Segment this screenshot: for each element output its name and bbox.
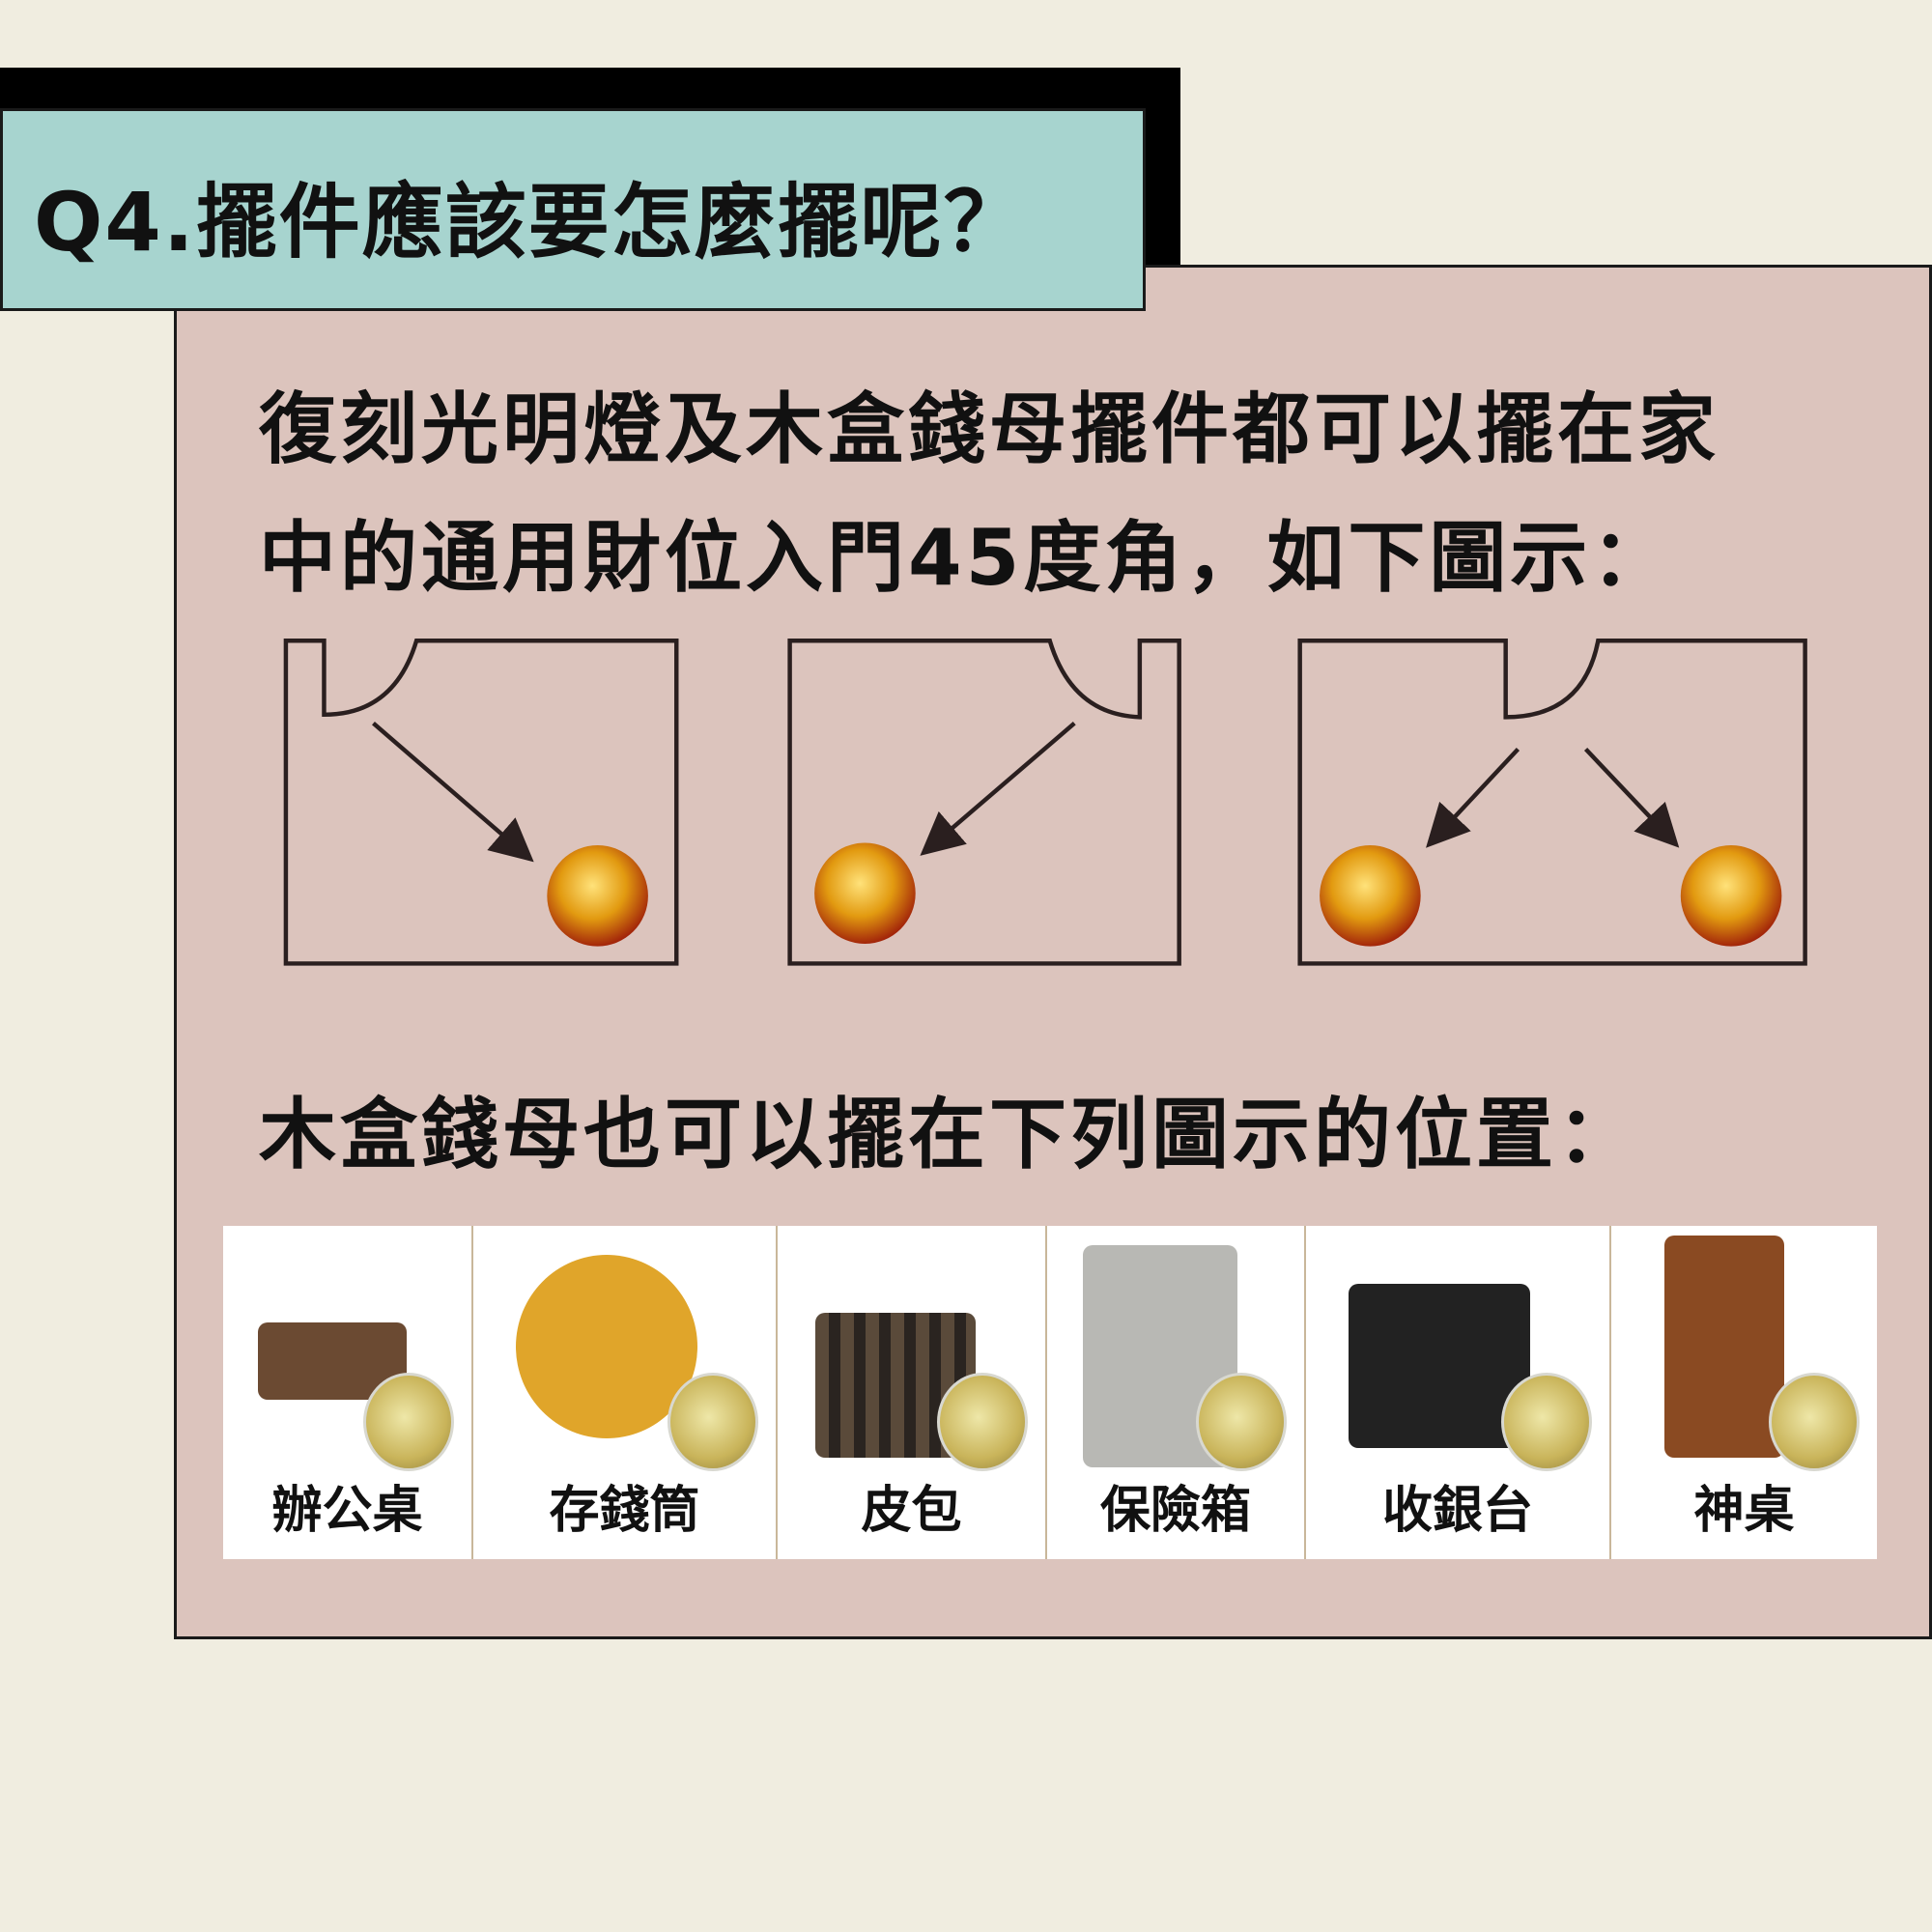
piggy-bank-icon (515, 1255, 697, 1438)
altar-icon (1664, 1236, 1784, 1458)
floor-plan-door-center (1297, 639, 1807, 966)
title-box: Q4.擺件應該要怎麼擺呢？ (0, 108, 1146, 311)
location-label: 皮包 (861, 1482, 962, 1540)
paragraph-line-2: 中的通用財位入門45度角，如下圖示： (259, 513, 1673, 603)
location-label: 神桌 (1693, 1482, 1795, 1540)
coin-icon (668, 1373, 758, 1471)
paragraph-line-1: 復刻光明燈及木盒錢母擺件都可以擺在家 (259, 384, 1719, 474)
location-office-desk: 辦公桌 (223, 1226, 473, 1559)
page-title: Q4.擺件應該要怎麼擺呢？ (34, 175, 1027, 270)
location-label: 收銀台 (1381, 1482, 1533, 1540)
coin-icon (1196, 1373, 1287, 1471)
location-handbag: 皮包 (778, 1226, 1047, 1559)
floor-plan-door-right (787, 639, 1181, 966)
lamp-ornament-icon (547, 845, 648, 947)
location-label: 存錢筒 (549, 1482, 700, 1540)
coin-icon (1769, 1373, 1860, 1471)
lamp-ornament-icon (814, 842, 916, 945)
location-piggy-bank: 存錢筒 (473, 1226, 778, 1559)
cash-register-icon (1348, 1284, 1531, 1448)
location-image-strip: 辦公桌 存錢筒 皮包 保險箱 收銀台 神桌 (223, 1226, 1877, 1559)
lamp-ornament-icon (1320, 845, 1421, 947)
location-label: 保險箱 (1099, 1482, 1251, 1540)
paragraph-2: 木盒錢母也可以擺在下列圖示的位置： (259, 1090, 1638, 1179)
lamp-ornament-icon (1680, 845, 1782, 947)
location-label: 辦公桌 (271, 1482, 423, 1540)
floor-plan-door-left (283, 639, 679, 966)
location-altar-table: 神桌 (1611, 1226, 1877, 1559)
coin-icon (363, 1373, 454, 1471)
coin-icon (937, 1373, 1028, 1471)
coin-icon (1501, 1373, 1592, 1471)
location-safe: 保險箱 (1047, 1226, 1306, 1559)
location-cash-register: 收銀台 (1306, 1226, 1611, 1559)
